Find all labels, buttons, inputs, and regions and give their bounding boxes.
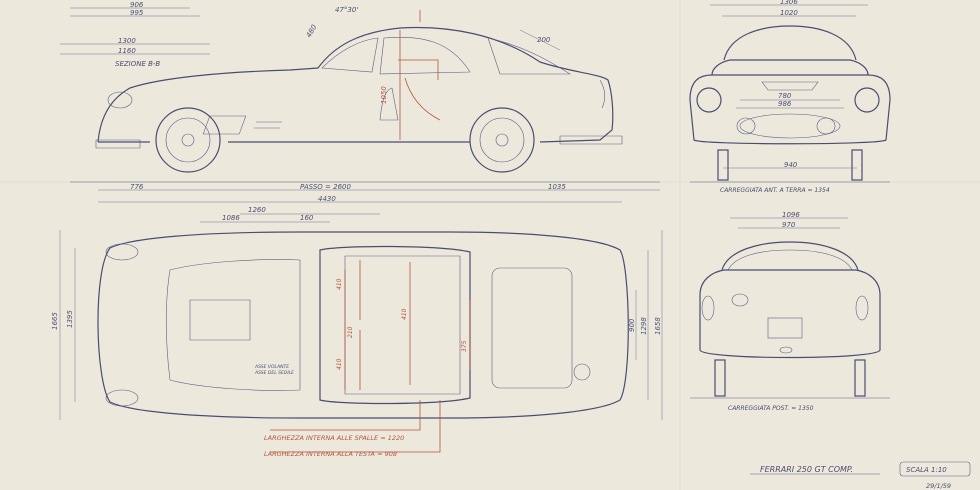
front-view: 1306 1020 780 986 940 CARREGGIATA ANT. A… <box>689 0 891 194</box>
plan-view: 410 410 375 210 410 1665 1395 900 1298 1… <box>51 230 663 458</box>
front-dim-top2: 1020 <box>780 9 798 17</box>
plan-dim-left1: 1665 <box>51 312 59 330</box>
front-dim-780: 780 <box>778 92 792 100</box>
seat-dim-3: 375 <box>461 340 468 352</box>
title-block: FERRARI 250 GT COMP. SCALA 1:10 29/1/59 <box>750 461 971 490</box>
dim-160: 160 <box>300 214 314 222</box>
dim-1035: 1035 <box>548 183 566 191</box>
seat-dim-1: 410 <box>336 278 343 290</box>
plan-note-seat: ASSE DEL SEDILE <box>254 370 294 376</box>
rear-wheel <box>469 107 535 173</box>
plan-dim-left2: 1395 <box>66 310 74 328</box>
plan-note-steering: ASSE VOLANTE <box>254 364 289 370</box>
dim-length: 4430 <box>318 195 336 203</box>
rear-dim-top2: 970 <box>782 221 796 229</box>
front-dim-top1: 1306 <box>780 0 798 6</box>
dim-1260: 1260 <box>248 206 266 214</box>
section-label: SEZIONE B-B <box>115 60 160 68</box>
drawing-title: FERRARI 250 GT COMP. <box>760 465 853 474</box>
rear-dim-top1: 1096 <box>782 211 800 219</box>
seat-dim-2: 410 <box>336 358 343 370</box>
dim-1050: 1050 <box>380 86 388 104</box>
plan-dim-right2: 1298 <box>640 317 648 335</box>
dim-angle: 47°30' <box>335 6 358 14</box>
dim-995: 995 <box>130 9 144 17</box>
dim-200: 200 <box>537 36 551 44</box>
seat-dim-4: 210 <box>347 326 354 338</box>
dim-1086: 1086 <box>222 214 240 222</box>
front-wheel <box>155 107 221 173</box>
plan-dim-right1: 900 <box>628 318 636 332</box>
plan-dim-right3: 1658 <box>654 317 662 335</box>
front-dim-track: 940 <box>784 161 798 169</box>
plan-note-shoulders: LARGHEZZA INTERNA ALLE SPALLE = 1220 <box>264 434 404 442</box>
drawing-date: 29/1/59 <box>926 482 951 490</box>
rear-view: 1096 970 CARREGGIATA POST. = 1350 <box>690 211 890 412</box>
rear-clearance: CARREGGIATA POST. = 1350 <box>728 405 814 412</box>
dim-1160: 1160 <box>118 47 136 55</box>
seat-dim-5: 410 <box>401 308 408 320</box>
front-dim-986: 986 <box>778 100 792 108</box>
dim-776: 776 <box>130 183 144 191</box>
dim-906: 906 <box>130 1 144 9</box>
drawing-scale: SCALA 1:10 <box>906 466 947 474</box>
front-clearance: CARREGGIATA ANT. A TERRA = 1354 <box>720 187 830 194</box>
dim-1300: 1300 <box>118 37 136 45</box>
side-view: 906 995 1300 1160 SEZIONE B-B 47°30' 480… <box>60 1 660 223</box>
dim-wheelbase: PASSO = 2600 <box>300 183 351 191</box>
plan-note-head: LARGHEZZA INTERNA ALLA TESTA = 908 <box>264 450 397 458</box>
